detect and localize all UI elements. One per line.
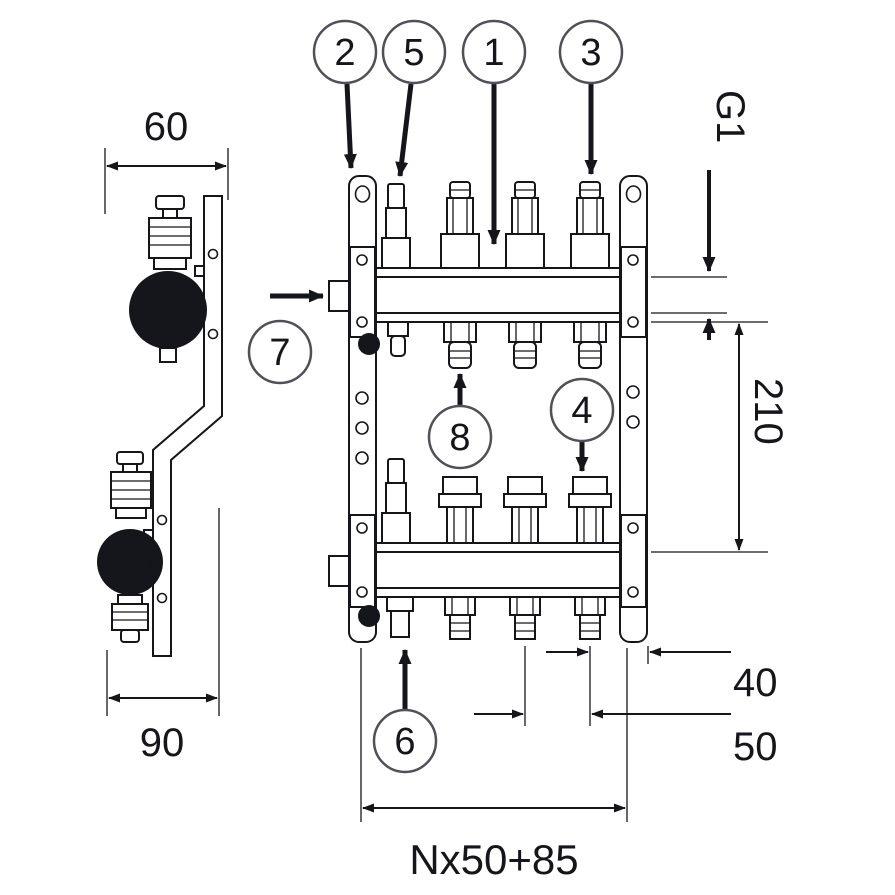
side-top-valve-body [129,271,207,349]
right-rail [619,175,648,643]
callout-5-label: 5 [403,32,424,74]
dimension-40: 40 [546,646,778,705]
outlet-2 [509,596,541,640]
manifold-port-top-3 [570,181,610,269]
dimensions: 60 90 G1 210 40 [104,90,790,883]
callout-7: 7 [247,289,324,385]
side-bottom-valve-body [97,529,163,595]
callout-7-label: 7 [269,332,290,374]
dimension-90: 90 [106,508,220,765]
dimension-210: 210 [651,321,790,553]
dimension-60: 60 [104,105,229,214]
dimension-50: 50 [474,646,778,769]
callout-6-circle [372,708,438,774]
callout-2-arrow [343,83,357,169]
rail-clip-top [358,333,380,355]
side-view [97,195,223,657]
callout-5-circle [381,19,447,85]
callout-1-circle [461,19,527,85]
drain-valve [386,596,414,638]
side-top-valve [129,195,207,363]
callout-3: 3 [558,19,624,175]
callout-6: 6 [372,649,438,774]
dimension-total-length: Nx50+85 [360,648,628,883]
callouts: 2 5 1 3 7 8 4 [247,19,624,774]
callout-2-circle [312,19,378,85]
callout-5-arrow [395,83,414,177]
side-bottom-valve [97,451,163,643]
dimension-total-text: Nx50+85 [409,836,578,883]
flowmeter-1 [443,321,477,369]
callout-3-label: 3 [580,32,601,74]
callout-7-circle [247,319,313,385]
callout-3-circle [558,19,624,85]
callout-2: 2 [312,19,378,169]
thermo-valve-3 [568,476,612,544]
bottom-manifold [328,458,621,640]
rail-clip-bottom [358,605,380,627]
callout-4-circle [549,377,615,443]
callout-4-label: 4 [571,390,592,432]
top-manifold [328,181,621,369]
dimension-210-text: 210 [746,378,790,445]
callout-2-label: 2 [334,32,355,74]
flowmeter-2 [508,321,542,369]
air-vent-top [381,183,411,269]
flowmeter-3 [573,321,607,369]
outlet-1 [444,596,476,640]
dimension-40-text: 40 [733,661,778,705]
callout-8: 8 [427,373,493,470]
callout-1: 1 [461,19,527,245]
outlet-3 [574,596,606,640]
callout-4: 4 [549,377,615,472]
left-rail [348,175,377,643]
air-vent-bottom [381,458,411,544]
front-view [328,175,648,643]
manifold-port-top-1 [440,181,480,269]
dimension-50-text: 50 [733,725,778,769]
dimension-60-text: 60 [144,105,189,149]
dimension-90-text: 90 [140,721,185,765]
thermo-valve-1 [438,476,482,544]
callout-6-label: 6 [394,721,415,763]
inlet-port-bottom [328,555,350,587]
callout-8-label: 8 [449,417,470,459]
callout-1-label: 1 [483,32,504,74]
manifold-port-top-2 [505,181,545,269]
callout-8-circle [427,404,493,470]
dimension-g1-text: G1 [708,90,752,143]
callout-5: 5 [381,19,447,177]
mini-valve-top [387,321,409,357]
inlet-port-top [328,280,350,312]
thermo-valve-2 [503,476,547,544]
